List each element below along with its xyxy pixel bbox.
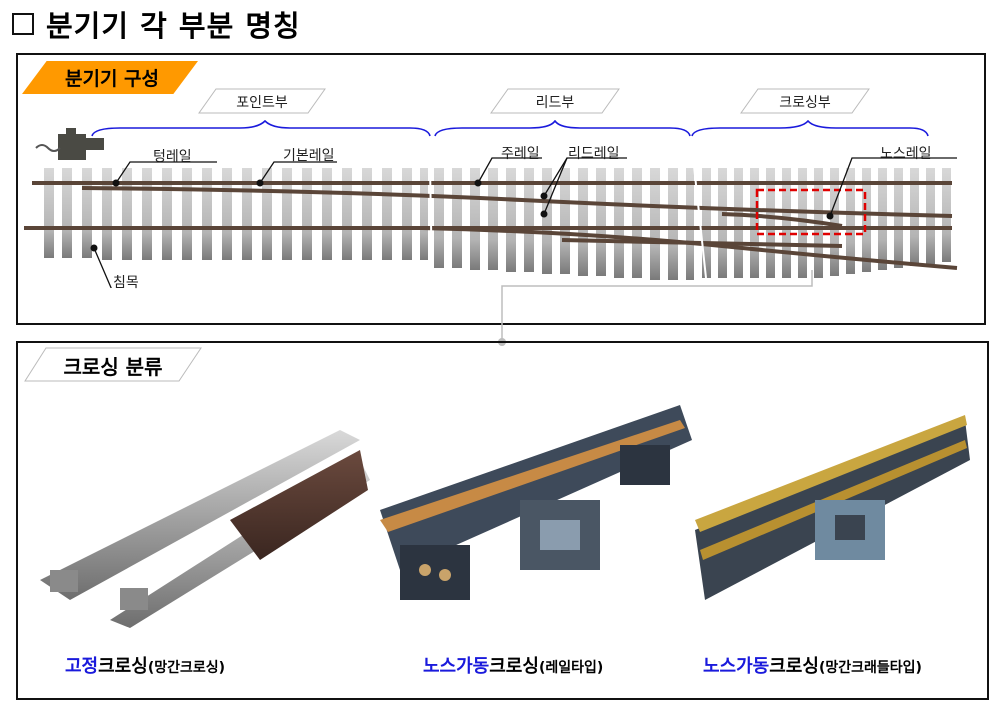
part-braces bbox=[91, 120, 929, 137]
part-label-lead: 리드부 bbox=[490, 88, 620, 114]
checkbox-square-icon bbox=[12, 13, 34, 35]
crossing-tag-label: 크로싱 분류 bbox=[63, 355, 163, 379]
turnout-track-diagram bbox=[24, 128, 958, 288]
composition-tag-label: 분기기 구성 bbox=[64, 68, 159, 90]
callout-tongue-rail: 텅레일 bbox=[153, 149, 192, 165]
part-label-crossing: 크로싱부 bbox=[740, 88, 870, 114]
rails bbox=[24, 181, 958, 270]
nose-rail-highlight bbox=[755, 188, 867, 236]
callout-lead-rail: 리드레일 bbox=[568, 146, 620, 162]
movable-nose-cradle-type-image bbox=[695, 415, 970, 600]
callout-main-rail: 주레일 bbox=[501, 146, 540, 162]
composition-tag: 분기기 구성 bbox=[22, 61, 198, 94]
callout-stock-rail: 기본레일 bbox=[283, 148, 335, 164]
callout-nose-rail: 노스레일 bbox=[880, 146, 932, 162]
connector-line bbox=[498, 270, 813, 346]
caption-fixed-crossing: 고정크로싱(망간크로싱) bbox=[65, 656, 226, 677]
caption-movable-nose-rail-type: 노스가동크로싱(레일타입) bbox=[423, 656, 604, 677]
fixed-crossing-image bbox=[40, 430, 370, 628]
caption-movable-nose-cradle-type: 노스가동크로싱(망간크래들타입) bbox=[703, 656, 922, 677]
crossing-frame bbox=[16, 341, 989, 700]
point-machine-icon bbox=[35, 128, 104, 160]
page-title: 분기기 각 부분 명칭 bbox=[12, 4, 301, 44]
sleepers-lead bbox=[434, 168, 694, 280]
movable-nose-rail-type-image bbox=[380, 405, 692, 600]
sleepers-point bbox=[44, 168, 428, 260]
callout-sleeper: 침목 bbox=[113, 275, 139, 291]
page-title-text: 분기기 각 부분 명칭 bbox=[46, 9, 301, 43]
composition-frame bbox=[16, 53, 986, 325]
crossing-tag: 크로싱 분류 bbox=[24, 347, 202, 382]
part-label-point: 포인트부 bbox=[198, 88, 326, 114]
